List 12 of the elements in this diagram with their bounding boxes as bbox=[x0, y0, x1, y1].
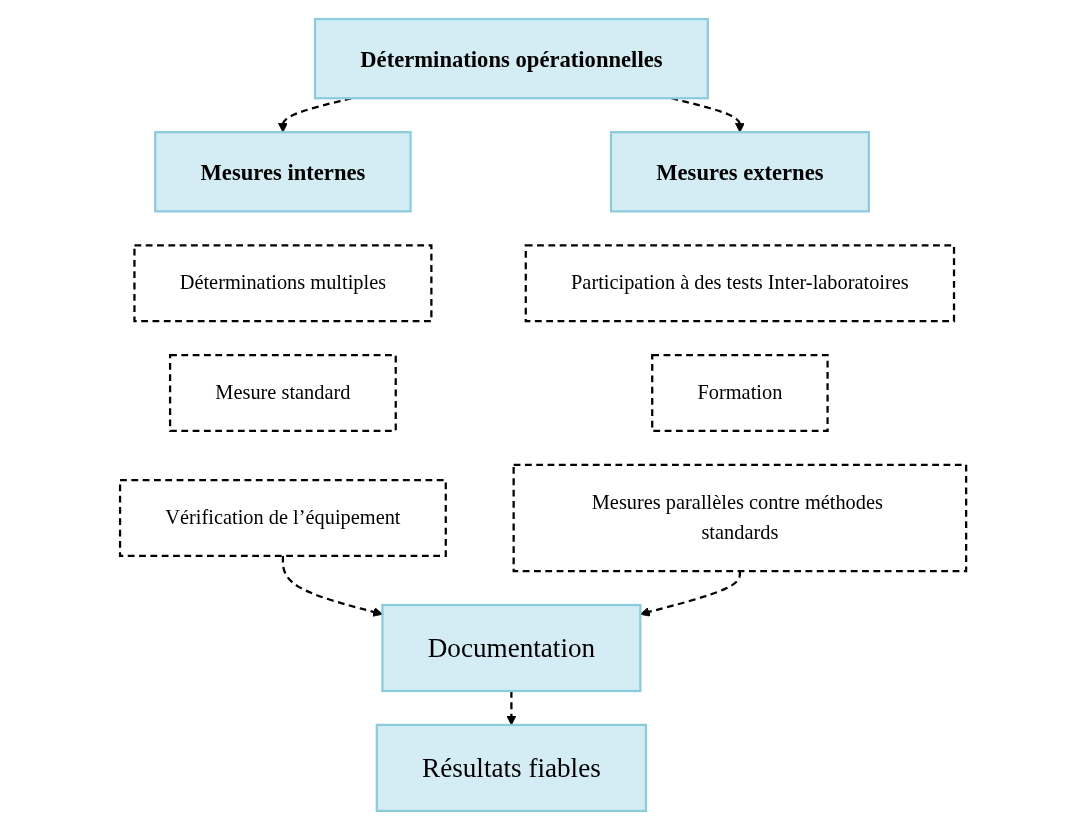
node-box: Formation bbox=[651, 353, 830, 432]
node-box: Documentation bbox=[381, 603, 642, 693]
node-box: Déterminations opérationnelles bbox=[314, 17, 710, 100]
node-box: Mesures externes bbox=[610, 131, 871, 213]
arrow bbox=[640, 571, 742, 617]
node-box: Mesures parallèles contre méthodes standards bbox=[512, 463, 968, 573]
node-box: Déterminations multiples bbox=[133, 244, 433, 323]
node-box: Mesure standard bbox=[169, 353, 398, 432]
node-box: Résultats fiables bbox=[376, 723, 648, 813]
node-box: Vérification de l’équipement bbox=[119, 478, 448, 557]
node-box: Participation à des tests Inter-laboratoires bbox=[525, 244, 956, 323]
node-box: Mesures internes bbox=[154, 131, 413, 213]
